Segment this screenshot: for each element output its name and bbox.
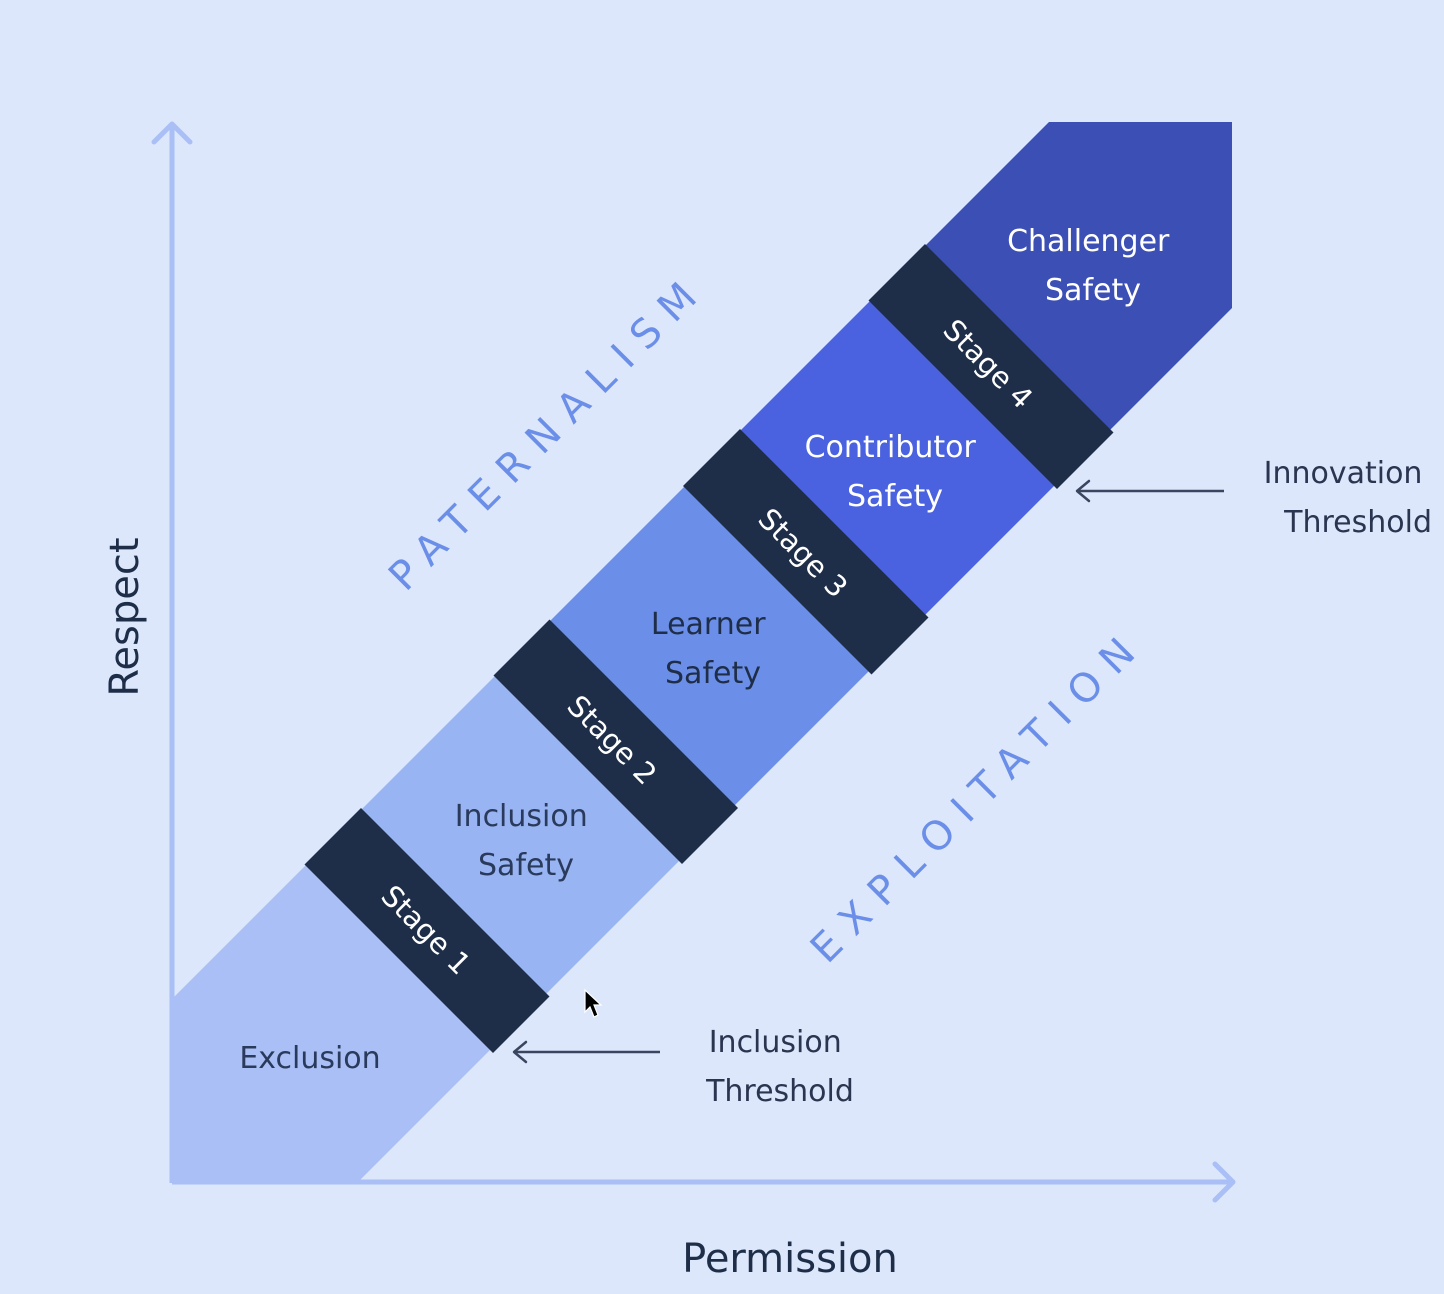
innovation-threshold-annotation: Innovation Threshold [1075, 456, 1432, 540]
band-inclusion-safety [360, 674, 681, 996]
band-label-challenger-safety: Challenger Safety [1007, 224, 1179, 308]
stage-bar-2 [493, 619, 738, 864]
threshold-label-line: Inclusion [709, 1025, 842, 1060]
y-axis-title: Respect [102, 537, 148, 696]
band-label-line: Safety [847, 479, 943, 514]
stage-bar-4 [868, 244, 1114, 489]
innovation-threshold-label: Innovation Threshold [1264, 456, 1432, 540]
band-label-line: Safety [478, 848, 574, 883]
stage-bar-3 [683, 429, 929, 675]
mouse-cursor-icon [584, 988, 603, 1018]
band-label-contributor-safety: Contributor Safety [805, 430, 986, 514]
threshold-label-line: Threshold [1283, 505, 1432, 540]
stage-bar-1 [304, 808, 550, 1053]
band-contributor-safety [739, 299, 1056, 617]
bands-layer [172, 122, 1232, 1183]
band-label-line: Safety [665, 656, 761, 691]
band-label-learner-safety: Learner Safety [651, 607, 775, 691]
x-axis-arrowhead-icon [1212, 1161, 1236, 1203]
band-label-line: Safety [1045, 273, 1141, 308]
band-label-inclusion-safety: Inclusion Safety [455, 799, 598, 883]
threshold-label-line: Threshold [705, 1074, 854, 1109]
stages-layer [304, 244, 1114, 1053]
y-axis-arrowhead-icon [151, 121, 193, 145]
y-axis [151, 121, 193, 1183]
inclusion-threshold-label: Inclusion Threshold [705, 1025, 854, 1109]
band-exclusion [172, 863, 492, 1183]
band-label-line: Contributor [805, 430, 977, 465]
band-labels: Exclusion Inclusion Safety Learner Safet… [239, 224, 1179, 1076]
band-learner-safety [548, 485, 871, 807]
threshold-label-line: Innovation [1264, 456, 1423, 491]
band-label-exclusion: Exclusion [239, 1041, 380, 1076]
band-label-line: Exclusion [239, 1041, 380, 1076]
band-label-line: Inclusion [455, 799, 588, 834]
x-axis [172, 1161, 1236, 1203]
arrow-left-icon [512, 1040, 528, 1064]
band-label-line: Learner [651, 607, 766, 642]
inclusion-threshold-annotation: Inclusion Threshold [512, 1025, 854, 1109]
x-axis-title: Permission [682, 1236, 898, 1282]
band-challenger-safety [924, 122, 1232, 432]
band-label-line: Challenger [1007, 224, 1170, 259]
arrow-left-icon [1075, 479, 1091, 503]
